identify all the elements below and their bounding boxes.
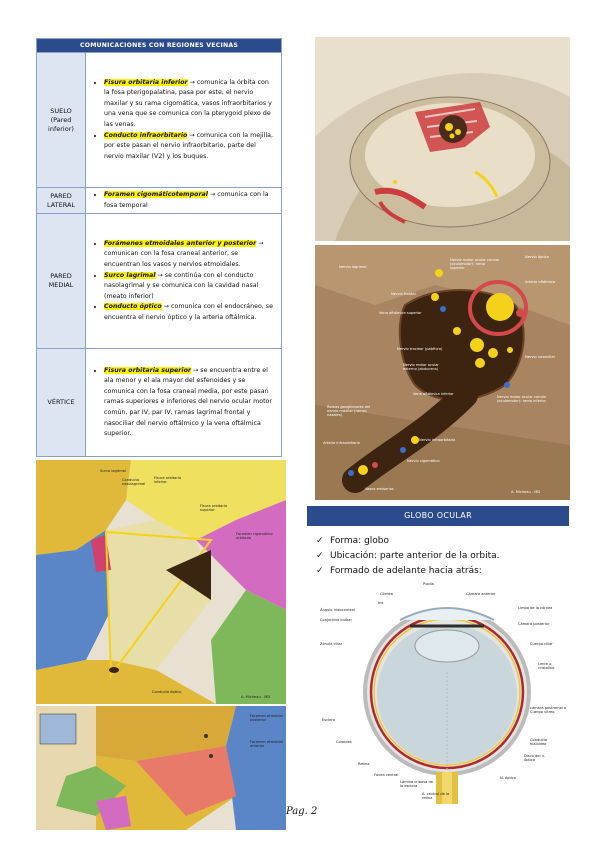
label-vasos-emisarios: Vasos emisarios bbox=[365, 487, 394, 491]
label-surco-lagrimal: Surco lagrimal bbox=[100, 469, 126, 473]
label-oculomotor-superior: Nervio motor ocular común (oculomotor): … bbox=[450, 258, 500, 270]
label-zonula: Zónula ciliar bbox=[320, 642, 343, 646]
label-fisura-superior: Fisura orbitaria superior bbox=[200, 504, 228, 512]
row-label-suelo: SUELO (Pared inferior) bbox=[36, 52, 86, 188]
label-conducto-hialoideo: Conducto hialoideo bbox=[530, 738, 548, 746]
list-item: Forámenes etmoidales anterior y posterio… bbox=[104, 239, 275, 271]
label-conjuntiva: Conjuntiva bulbar bbox=[320, 618, 352, 622]
label-vena-oftalmica-inferior: Vena oftálmica inferior bbox=[413, 392, 454, 396]
list-item: Conducto infraorbitario → comunica con l… bbox=[104, 131, 275, 163]
eye-diagram: Pupila Córnea Iris Cámara anterior Ángul… bbox=[318, 582, 576, 804]
label-lente: Lente o cristalino bbox=[538, 662, 555, 670]
label-lamina: Lámina cribosa de la esclera bbox=[400, 780, 433, 788]
row-content-medial: Forámenes etmoidales anterior y posterio… bbox=[85, 213, 282, 350]
table-row: PARED MEDIAL Forámenes etmoidales anteri… bbox=[36, 213, 282, 350]
label-pupila: Pupila bbox=[423, 582, 434, 586]
section-header: GLOBO OCULAR bbox=[307, 506, 569, 526]
check-icon: ✓ bbox=[316, 536, 324, 546]
list-item: Fisura orbitaria superior → se encuentra… bbox=[104, 366, 275, 440]
label-disco: Disco del n. óptico bbox=[524, 754, 546, 762]
list-item: Conducto óptico → comunica con el endocr… bbox=[104, 302, 275, 323]
check-icon: ✓ bbox=[316, 551, 324, 561]
row-content-lateral: Foramen cigomáticotemporal → comunica co… bbox=[85, 186, 282, 215]
table-row: PARED LATERAL Foramen cigomáticotemporal… bbox=[36, 186, 282, 215]
label-abducens: Nervio motor ocular externo (abducens) bbox=[403, 363, 439, 371]
check-icon: ✓ bbox=[316, 566, 324, 576]
ethmoid-illustration: Foramen etmoidal posterior Foramen etmoi… bbox=[36, 706, 286, 830]
label-nervio-optico: Nervio óptico bbox=[525, 255, 549, 259]
list-item: Surco lagrimal → se continúa con el cond… bbox=[104, 271, 275, 303]
label-foramen-etmoidal-anterior: Foramen etmoidal anterior bbox=[250, 740, 283, 748]
label-nervio-infraorbitario: Nervio infraorbitario bbox=[419, 438, 456, 442]
page-number: Pag. 2 bbox=[286, 806, 318, 817]
communications-table: COMUNICACIONES CON REGIONES VECINAS SUEL… bbox=[36, 38, 282, 458]
label-foramen-cigomatico: Foramen cigomático orbitario bbox=[236, 532, 273, 540]
label-conducto-optico: Conducto óptico bbox=[152, 690, 182, 694]
label-retina: Retina bbox=[358, 762, 370, 766]
row-content-vertice: Fisura orbitaria superior → se encuentra… bbox=[85, 348, 282, 458]
orbit-apex-illustration bbox=[315, 37, 570, 241]
label-angulo: Ángulo iridocorneal bbox=[320, 608, 355, 612]
label-nervio-lagrimal: Nervio lagrimal bbox=[339, 265, 367, 269]
label-cuerpo-ciliar: Cuerpo ciliar bbox=[530, 642, 553, 646]
list-item: Fisura orbitaria inferior → comunica la … bbox=[104, 78, 275, 131]
label-arteria-oftalmica: Arteria oftálmica bbox=[525, 280, 556, 284]
row-label-vertice: VÉRTICE bbox=[36, 348, 86, 458]
label-oculomotor-inferior: Nervio motor ocular común (oculomotor): … bbox=[497, 395, 547, 403]
label-esclera: Esclera bbox=[322, 718, 336, 722]
list-item: ✓Formado de adelante hacia atrás: bbox=[316, 564, 576, 579]
table-row: SUELO (Pared inferior) Fisura orbitaria … bbox=[36, 52, 282, 188]
label-n-optico: N. óptico bbox=[500, 776, 517, 780]
ethmoid-svg bbox=[36, 706, 286, 830]
label-ramas-ganglionares: Ramas ganglionares del nervio maxilar (r… bbox=[327, 405, 371, 417]
list-item: ✓Ubicación: parte anterior de la orbita. bbox=[316, 549, 576, 564]
eye-svg bbox=[318, 582, 576, 804]
row-label-lateral: PARED LATERAL bbox=[36, 186, 86, 215]
label-credit: A. Micheau - MD bbox=[241, 695, 271, 699]
orbit-bones-illustration: Surco lagrimal Conducto nasolagrimal Fis… bbox=[36, 460, 286, 704]
label-nervio-cigomatico: Nervio cigomático bbox=[407, 459, 440, 463]
label-nervio-troclear: Nervio troclear (patético) bbox=[397, 347, 443, 351]
orbit-apex-svg bbox=[315, 37, 570, 241]
row-content-suelo: Fisura orbitaria inferior → comunica la … bbox=[85, 52, 282, 188]
label-camara-anterior: Cámara anterior bbox=[466, 592, 496, 596]
list-item: ✓Forma: globo bbox=[316, 534, 576, 549]
orbit-nerves-illustration: Nervio lagrimal Nervio frontal Vena oftá… bbox=[315, 245, 570, 500]
label-arteria-central: A. central de la retina bbox=[422, 792, 450, 800]
label-foramen-etmoidal-posterior: Foramen etmoidal posterior bbox=[250, 714, 283, 722]
label-vena-oftalmica-superior: Vena oftálmica superior bbox=[379, 311, 422, 315]
eye-checklist: ✓Forma: globo ✓Ubicación: parte anterior… bbox=[316, 534, 576, 579]
label-camara-vitrea: cámara postremal o Cuerpo vítreo bbox=[530, 706, 567, 714]
list-item: Foramen cigomáticotemporal → comunica co… bbox=[104, 190, 275, 211]
table-row: VÉRTICE Fisura orbitaria superior → se e… bbox=[36, 348, 282, 458]
label-credit: A. Micheau - MD bbox=[511, 490, 541, 494]
label-conducto-nasolagrimal: Conducto nasolagrimal bbox=[122, 478, 146, 486]
label-camara-posterior: Cámara posterior bbox=[518, 622, 550, 626]
label-coroides: Coroides bbox=[336, 740, 352, 744]
label-limbo: Limbo de la córnea bbox=[518, 606, 553, 610]
label-fovea: Fovea central bbox=[374, 773, 399, 777]
label-nervio-nasociliar: Nervio nasociliar bbox=[525, 355, 556, 359]
label-iris: Iris bbox=[378, 601, 384, 605]
orbit-bones-svg bbox=[36, 460, 286, 704]
label-fisura-inferior: Fisura orbitaria inferior bbox=[154, 476, 182, 484]
row-label-medial: PARED MEDIAL bbox=[36, 213, 86, 350]
label-nervio-frontal: Nervio frontal bbox=[391, 292, 416, 296]
label-cornea: Córnea bbox=[380, 592, 393, 596]
label-arteria-infraorbitaria: Arteria infraorbitaria bbox=[323, 441, 360, 445]
orbit-nerves-svg bbox=[315, 245, 570, 500]
table-header: COMUNICACIONES CON REGIONES VECINAS bbox=[36, 38, 282, 53]
